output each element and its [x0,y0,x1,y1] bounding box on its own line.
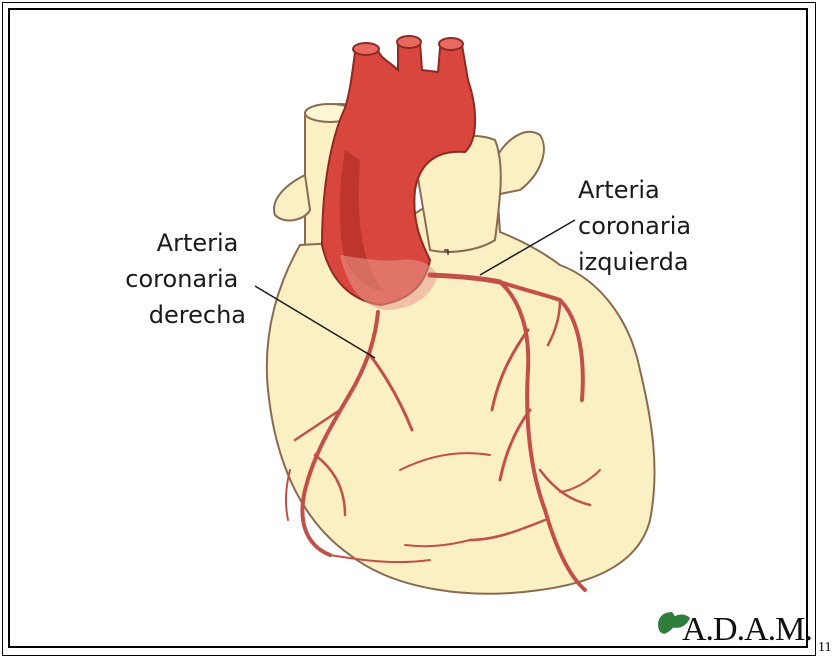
left-coronary-label: Arteria coronaria izquierda [578,176,699,276]
right-coronary-label: Arteria coronaria derecha [125,229,246,329]
aorta-branch-1 [353,43,379,55]
adam-logo: A.D.A.M. [658,611,812,648]
right-atrium-bump [274,175,310,220]
page-number: 11 [818,640,831,656]
aorta-branch-3 [439,38,463,50]
aorta-branch-2 [397,36,421,48]
logo-text: A.D.A.M. [682,611,812,648]
